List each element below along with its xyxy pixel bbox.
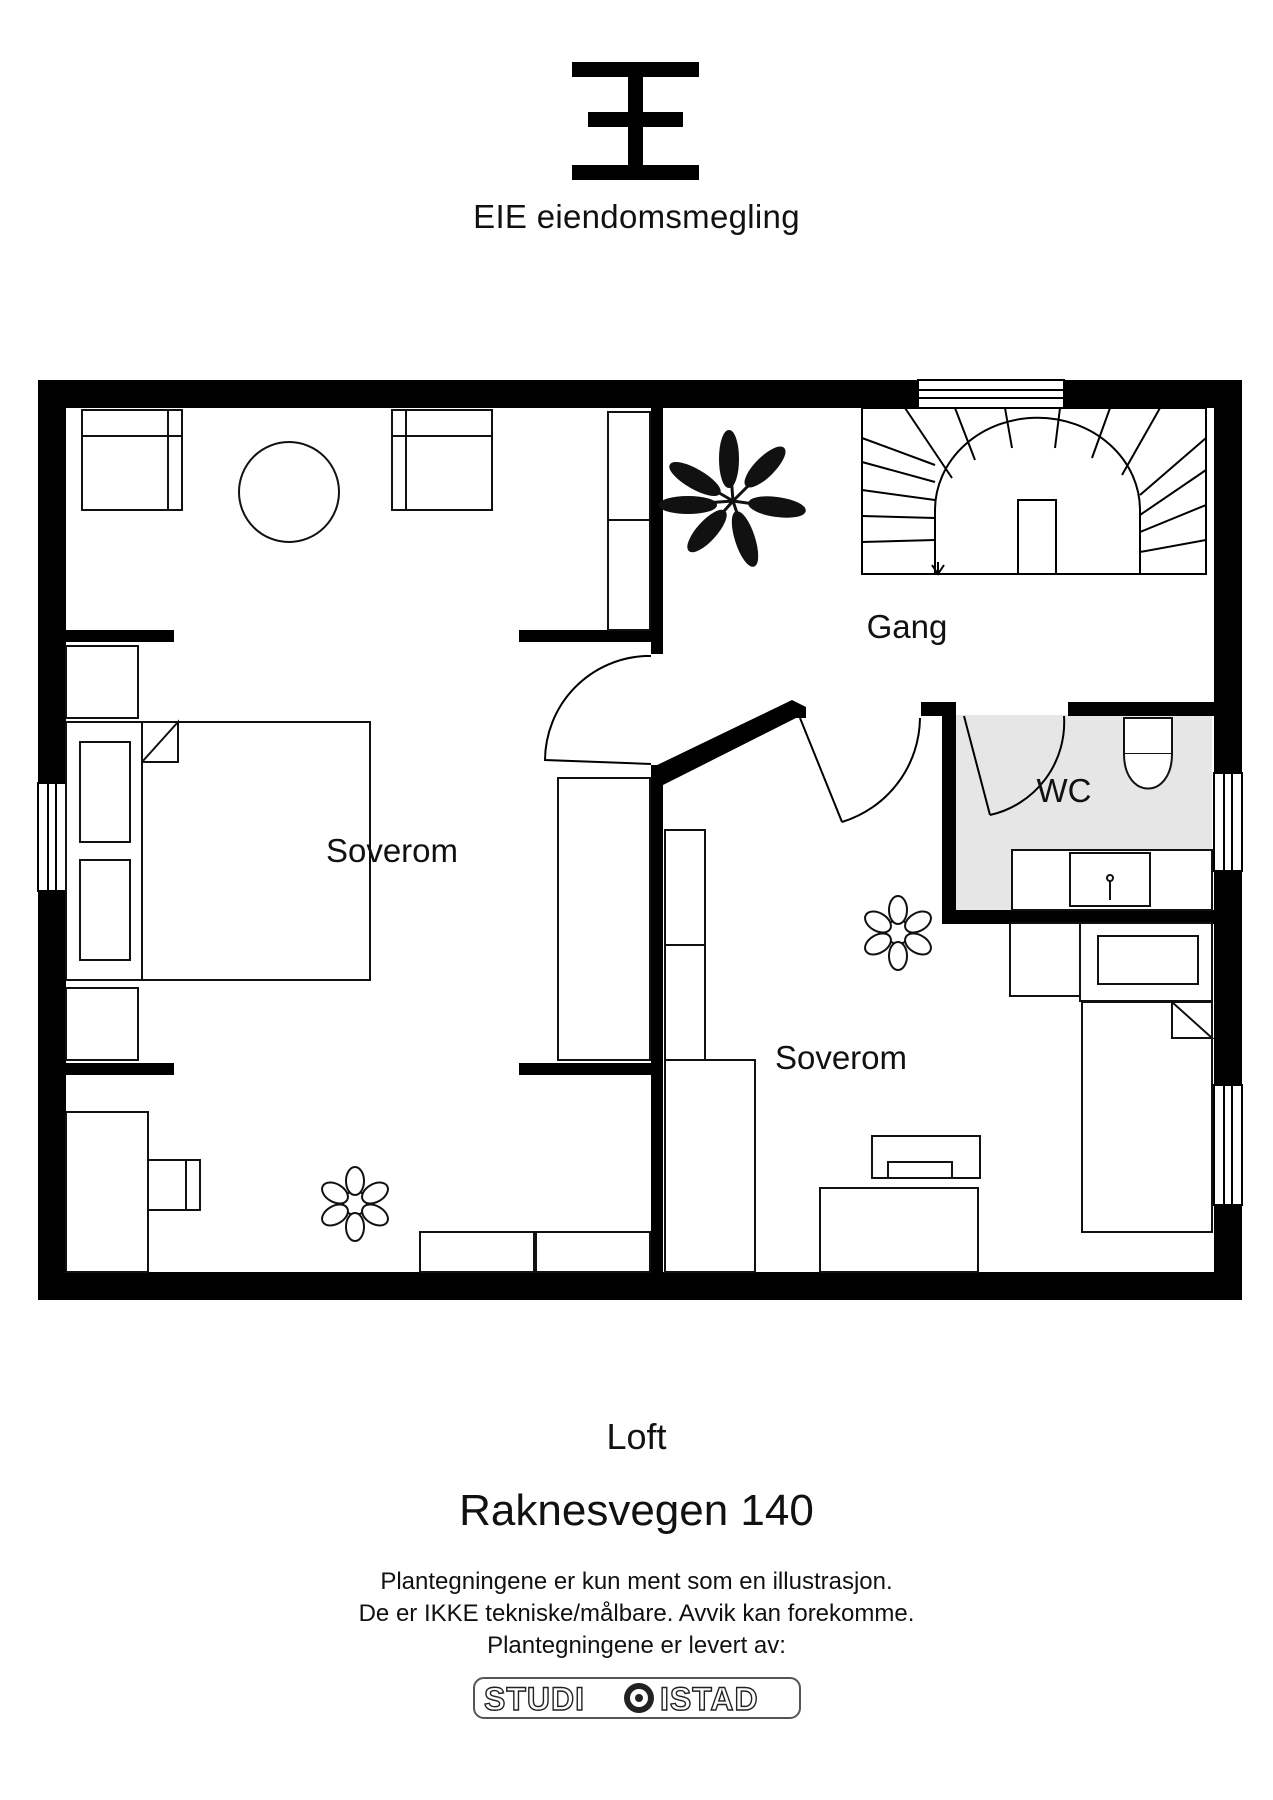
address: Raknesvegen 140 xyxy=(459,1486,814,1535)
studio-logo-right: ISTAD xyxy=(660,1681,759,1717)
doors xyxy=(543,655,1066,823)
disclaimer-line: Plantegningene er levert av: xyxy=(487,1632,786,1659)
disclaimer-line: De er IKKE tekniske/målbare. Avvik kan f… xyxy=(358,1600,915,1627)
room-label-wc: WC xyxy=(1037,772,1092,809)
floor-plan: Soverom Gang WC Soverom xyxy=(0,360,1273,1320)
disclaimer-line: Plantegningene er kun ment som en illust… xyxy=(380,1568,893,1595)
furniture xyxy=(65,409,1215,1273)
studio-istad-logo: STUDI ISTAD xyxy=(472,1677,801,1719)
header: EIE eiendomsmegling xyxy=(0,0,1273,260)
flower-icon xyxy=(321,895,932,1242)
plant-icon xyxy=(659,430,806,567)
floor-name: Loft xyxy=(606,1416,667,1457)
staircase xyxy=(861,407,1207,576)
disclaimer: Plantegningene er kun ment som en illust… xyxy=(0,1566,1273,1662)
room-label-gang: Gang xyxy=(867,608,948,645)
footer: Loft Raknesvegen 140 Plantegningene er k… xyxy=(0,1416,1273,1720)
brand-name: EIE eiendomsmegling xyxy=(473,198,800,235)
room-label-soverom-1: Soverom xyxy=(326,832,458,869)
studio-logo-left: STUDI xyxy=(484,1681,585,1717)
windows xyxy=(37,379,1243,1206)
interior-walls xyxy=(66,408,1214,1272)
room-label-soverom-2: Soverom xyxy=(775,1039,907,1076)
eie-logo-icon xyxy=(572,62,699,180)
